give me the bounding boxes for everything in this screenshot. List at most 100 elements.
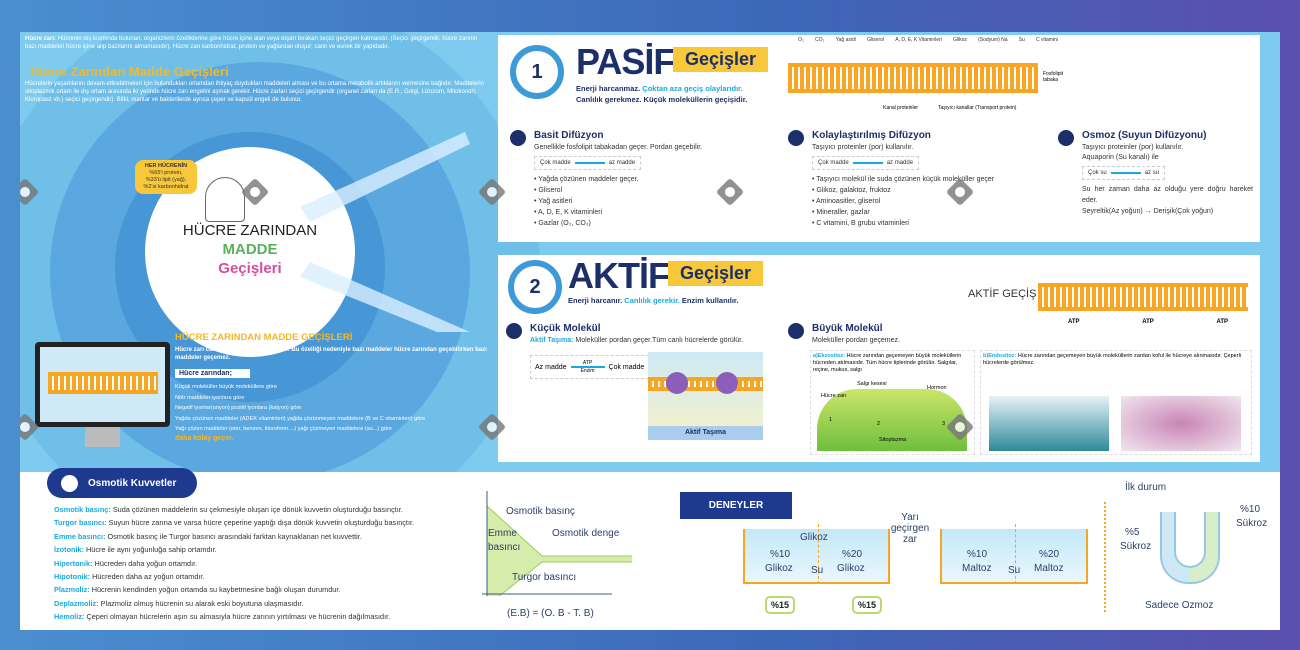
u-label: %5 — [1125, 527, 1140, 538]
definition-item: Emme basıncı: Osmotik basınç ile Turgor … — [54, 530, 464, 543]
atp-label: ATP — [1142, 319, 1154, 325]
zar-line: zar — [903, 534, 917, 545]
monitor-illustration — [35, 342, 170, 427]
list-item: • Gazlar (O₂, CO₂) — [534, 220, 591, 227]
definition: Hücreden daha yoğun ortamdır. — [94, 558, 198, 568]
aktif-line1a: Enerji harcanır. — [568, 296, 623, 305]
definition-item: Hemoliz: Çeperi olmayan hücrelerin aşırı… — [54, 610, 464, 623]
ekzositoz-image: Salgı kesesi Hormon Hücre zarı 1 2 3 Sit… — [817, 381, 967, 451]
image-label: Hormon — [927, 385, 947, 391]
membrane-label: (Sodyum) Na — [978, 37, 1008, 43]
experiment-tank-glikoz: Glikoz %10 Glikoz %20 Glikoz Su — [743, 524, 890, 584]
osmotik-title: Osmotik Kuvvetler — [88, 477, 177, 489]
term: Hemoliz: — [54, 612, 85, 622]
u-label: Sükroz — [1120, 541, 1152, 552]
aktif-tag: Geçişler — [668, 261, 764, 286]
list-item: Nötr maddeler iyonlara göre — [175, 394, 245, 401]
list-item: Küçük moleküller büyük moleküllere göre — [175, 384, 277, 390]
definition-item: Turgor basıncı: Suyun hücre zarına ve va… — [54, 516, 464, 529]
tank-label: %10 — [967, 549, 988, 560]
section-desc: Taşıyıcı proteinler (por) kullanılır. — [1082, 144, 1184, 151]
u-label: Sadece Ozmoz — [1145, 600, 1214, 611]
aktif-diagram-title: AKTİF GEÇİŞ — [968, 288, 1037, 300]
osmotik-list: Osmotik basınç: Suda çözünen maddelerin … — [54, 503, 464, 624]
image-label: Sitoplazma — [879, 437, 907, 443]
section-title: Kolaylaştırılmış Difüzyon — [812, 130, 931, 141]
result-badge: %15 — [765, 596, 796, 614]
aktif-tasima-caption: Aktif Taşıma — [648, 426, 763, 440]
u-tube-experiment: İlk durum %10 Sükroz %5 Sükroz Sadece Oz… — [1120, 482, 1290, 622]
graph-label-denge: Osmotik denge — [552, 528, 620, 539]
graph-label-basinci: basıncı — [488, 542, 521, 553]
tank-label: Glikoz — [837, 563, 865, 574]
u-label: Sükroz — [1236, 518, 1268, 529]
endositoz-label: b)Endositoz: — [983, 353, 1017, 359]
tank-label: Maltoz — [1034, 563, 1064, 574]
image-label: Hücre zarı — [821, 393, 847, 399]
tank-label: Glikoz — [800, 532, 828, 543]
pasif-subtitle: Enerji harcanmaz. Çoktan aza geçiş olayl… — [576, 83, 747, 105]
image-label: 1 — [829, 417, 833, 423]
term: Plazmoliz: — [54, 585, 90, 595]
center-title: HÜCRE ZARINDAN MADDE Geçişleri — [145, 222, 355, 277]
atp-label: ATP — [1068, 319, 1080, 325]
section-title: Osmoz (Suyun Difüzyonu) — [1082, 130, 1207, 141]
flow-bottom: Enzim — [580, 368, 595, 374]
section-desc: Genellikle fosfolipit tabakadan geçer. P… — [534, 144, 703, 151]
ekzositoz-label: a)Ekzositoz: — [813, 353, 846, 359]
bullet-icon — [1058, 130, 1074, 146]
ekzositoz-box: a)Ekzositoz: Hücre zarından geçemeyen bü… — [810, 350, 975, 455]
bullet-icon — [510, 130, 526, 146]
result-badge: %15 — [852, 596, 883, 614]
bubble-line: HER HÜCRENİN — [144, 163, 188, 169]
list-item: • Gliserol — [534, 187, 563, 194]
scientist-illustration — [205, 177, 245, 222]
arrow-icon — [1110, 172, 1141, 174]
phospholipid-membrane — [788, 63, 1038, 93]
active-membrane — [1038, 283, 1248, 311]
term: Hipertonik: — [54, 558, 93, 568]
left-box-footer: daha kolay geçer. — [175, 434, 234, 442]
divider — [1104, 502, 1106, 612]
intro-text: Hücre zarı: Hücrenin dış kısmında buluna… — [25, 36, 478, 50]
zar-line: geçirgen — [890, 523, 930, 534]
section-desc: Aquaporin (Su kanalı) ile — [1082, 154, 1159, 161]
pointer-arrows — [300, 132, 470, 332]
section-desc: Moleküller pordan geçemez. — [812, 337, 900, 344]
fagositoz-image — [1121, 396, 1241, 451]
kanal-label: Kanal proteinler — [883, 105, 919, 111]
center-line1: HÜCRE ZARINDAN — [182, 222, 318, 239]
image-label: Salgı kesesi — [857, 381, 887, 387]
definition: Hücreden daha az yoğun ortamdır. — [92, 572, 205, 582]
aktif-number: 2 — [508, 260, 562, 314]
left-info-box: HÜCRE ZARINDAN MADDE GEÇİŞLERİ Hücre zar… — [175, 332, 495, 442]
tank-label: %20 — [842, 549, 863, 560]
bubble-line: %33'ü lipit (yağ), — [145, 177, 187, 183]
osmotik-header: Osmotik Kuvvetler — [47, 468, 197, 498]
tank-label: Su — [1008, 565, 1021, 576]
center-line3: Geçişleri — [218, 260, 282, 277]
term: Osmotik basınç: — [54, 505, 111, 514]
bullet-icon — [788, 130, 804, 146]
definition: Suda çözünen maddelerin su çekmesiyle ol… — [112, 505, 403, 514]
flow-from: Çok madde — [540, 160, 571, 166]
membrane-screen — [40, 347, 165, 422]
section-desc: Moleküller pordan geçer.Tüm canlı hücrel… — [575, 337, 744, 344]
ekzositoz-text: Hücre zarından geçemeyen büyük molekülle… — [813, 353, 962, 373]
bubble-line: %2'si karbonhidrat — [143, 184, 189, 190]
list-item: • Aminoasitler, gliserol — [812, 198, 881, 205]
list-item: • Glikoz, galaktoz, fruktoz — [812, 187, 891, 194]
membrane-label: Gliserol — [867, 37, 885, 43]
aktif-tasima-image: Aktif Taşıma — [648, 352, 763, 440]
tank-label: %10 — [770, 549, 791, 560]
left-box-title: HÜCRE ZARINDAN MADDE GEÇİŞLERİ — [175, 332, 353, 343]
term: İzotonik: — [54, 545, 84, 555]
list-item: • Yağda çözünen maddeler geçer. — [534, 176, 639, 183]
flow-top: ATP — [582, 360, 593, 366]
flow-to: az madde — [608, 160, 636, 166]
